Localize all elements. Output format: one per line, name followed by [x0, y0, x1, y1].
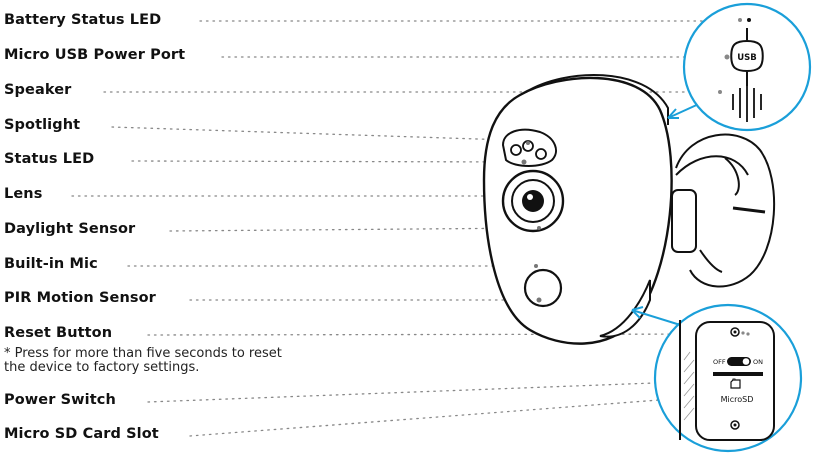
label-lens: Lens	[4, 186, 43, 202]
label-power-switch: Power Switch	[4, 392, 116, 408]
switch-on-label: ON	[753, 358, 763, 366]
wall-mount	[671, 133, 776, 288]
leader-sd	[189, 393, 738, 437]
usb-zoom-circle: USB	[682, 2, 812, 132]
camera-body	[482, 73, 673, 345]
microsd-label: MicroSD	[721, 395, 754, 404]
leader-reset	[147, 333, 749, 336]
sd-zoom-circle: OFF ON MicroSD	[653, 303, 803, 453]
switch-off-label: OFF	[713, 358, 726, 366]
label-spotlight: Spotlight	[4, 117, 81, 133]
leader-status	[131, 160, 525, 163]
label-reset-button: Reset Button	[4, 325, 113, 341]
label-speaker: Speaker	[4, 82, 72, 98]
reset-note-line-1: * Press for more than five seconds to re…	[4, 346, 282, 361]
label-built-in-mic: Built-in Mic	[4, 256, 98, 272]
leader-spotlight	[111, 126, 509, 141]
speaker-grille	[732, 84, 762, 122]
sd-card-icon	[730, 379, 741, 389]
label-pir-motion-sensor: PIR Motion Sensor	[4, 290, 156, 306]
reset-note-line-2: the device to factory settings.	[4, 360, 200, 375]
leader-power	[147, 379, 735, 403]
sd-slot	[713, 372, 763, 376]
label-daylight-sensor: Daylight Sensor	[4, 221, 136, 237]
hatch-pattern	[683, 351, 695, 421]
usb-badge: USB	[737, 53, 757, 63]
label-micro-usb-power-port: Micro USB Power Port	[4, 47, 186, 63]
label-battery-status-led: Battery Status LED	[4, 12, 162, 28]
label-status-led: Status LED	[4, 151, 95, 167]
label-micro-sd-card-slot: Micro SD Card Slot	[4, 426, 159, 442]
leader-daylight	[169, 227, 540, 232]
